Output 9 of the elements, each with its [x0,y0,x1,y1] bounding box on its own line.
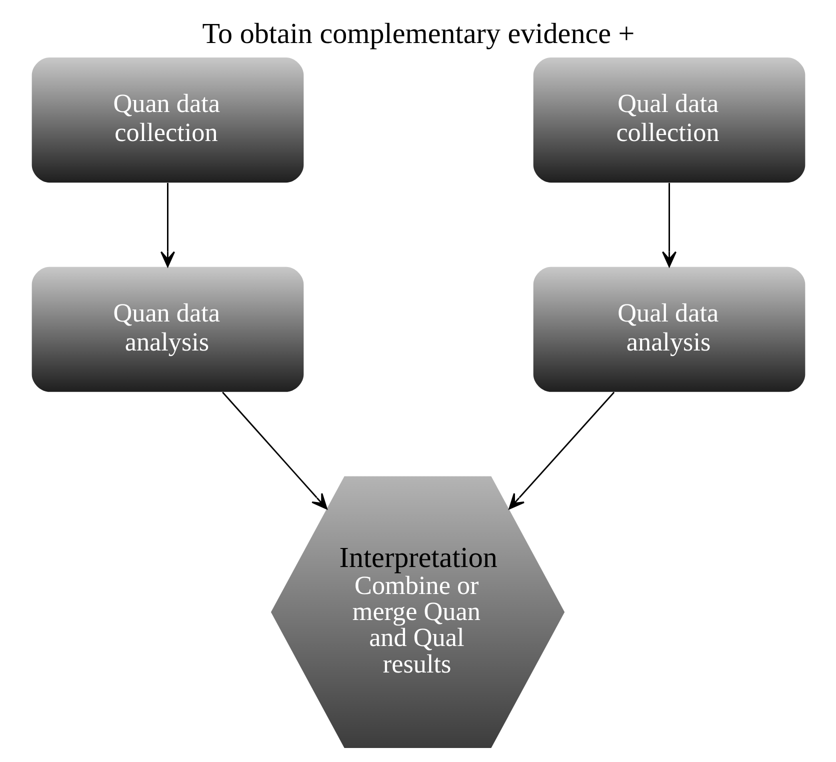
node-box: Quan data analysis [31,266,304,392]
node-box: Qual data analysis [532,266,805,392]
arrow [508,392,614,510]
arrow [222,392,327,510]
arrow [160,182,174,268]
node-box: Qual data collection [532,58,805,183]
diagram-title: To obtain complementary evidence + [202,18,634,50]
arrow [662,182,676,268]
node-box: Quan data collection [31,58,304,183]
